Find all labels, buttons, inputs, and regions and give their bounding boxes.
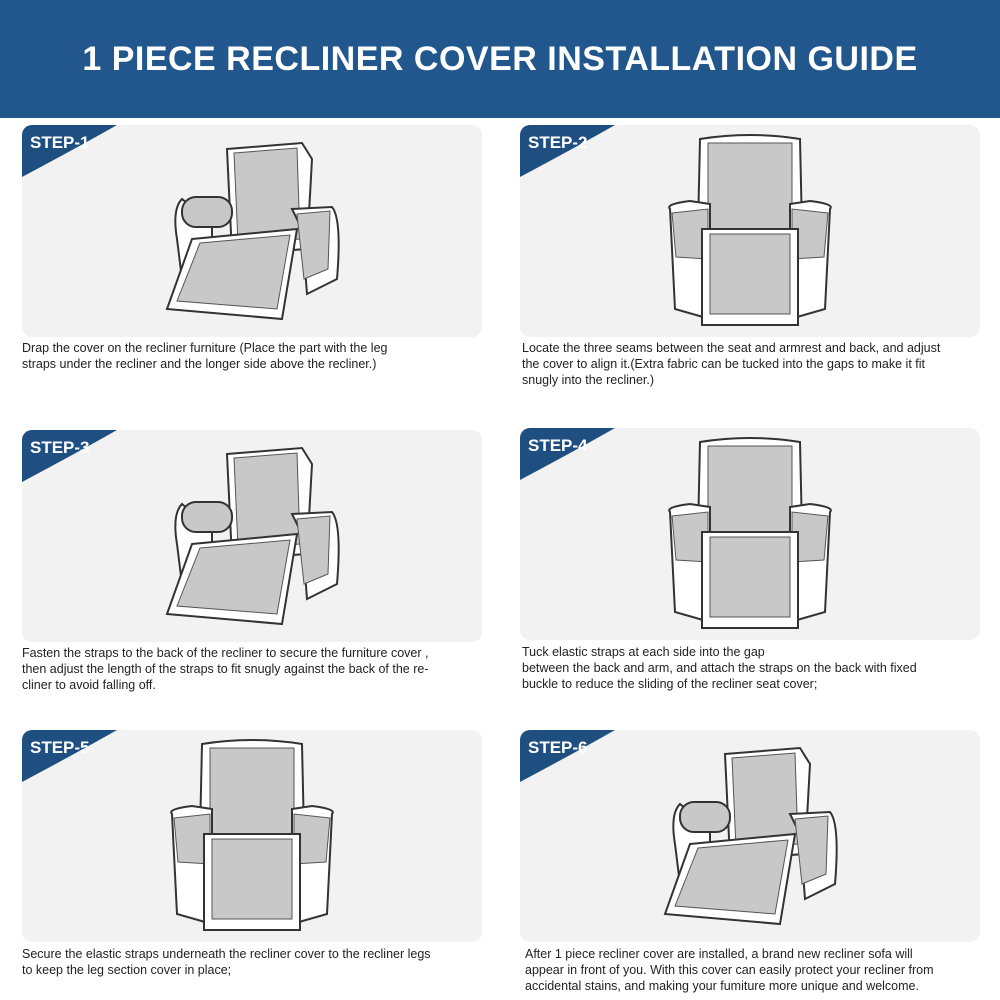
- step-label: STEP-3: [30, 438, 90, 457]
- recliner-illustration: [132, 734, 372, 938]
- recliner-illustration: [630, 129, 870, 333]
- recliner-illustration: [630, 734, 870, 938]
- step-badge: STEP-4: [520, 428, 615, 480]
- step-label: STEP-2: [528, 133, 588, 152]
- step-label: STEP-6: [528, 738, 588, 757]
- step-3-description: Fasten the straps to the back of the rec…: [22, 646, 429, 692]
- step-badge: STEP-3: [22, 430, 117, 482]
- step-3-panel: STEP-3: [22, 430, 482, 642]
- recliner-illustration: [132, 129, 372, 333]
- step-label: STEP-5: [30, 738, 90, 757]
- step-2-description: Locate the three seams between the seat …: [522, 341, 941, 387]
- step-4-panel: STEP-4: [520, 428, 980, 640]
- step-badge: STEP-5: [22, 730, 117, 782]
- step-4-description: Tuck elastic straps at each side into th…: [522, 645, 917, 691]
- recliner-illustration: [132, 434, 372, 638]
- step-6-description: After 1 piece recliner cover are install…: [525, 947, 934, 993]
- step-1-description: Drap the cover on the recliner furniture…: [22, 341, 388, 371]
- step-5-panel: STEP-5: [22, 730, 482, 942]
- step-5-description: Secure the elastic straps underneath the…: [22, 947, 431, 977]
- step-label: STEP-1: [30, 133, 90, 152]
- step-2-panel: STEP-2: [520, 125, 980, 337]
- step-badge: STEP-1: [22, 125, 117, 177]
- step-badge: STEP-6: [520, 730, 615, 782]
- page-title: 1 PIECE RECLINER COVER INSTALLATION GUID…: [82, 39, 918, 78]
- step-1-panel: STEP-1: [22, 125, 482, 337]
- header-banner: 1 PIECE RECLINER COVER INSTALLATION GUID…: [0, 0, 1000, 118]
- step-badge: STEP-2: [520, 125, 615, 177]
- step-label: STEP-4: [528, 436, 588, 455]
- step-6-panel: STEP-6: [520, 730, 980, 942]
- recliner-illustration: [630, 432, 870, 636]
